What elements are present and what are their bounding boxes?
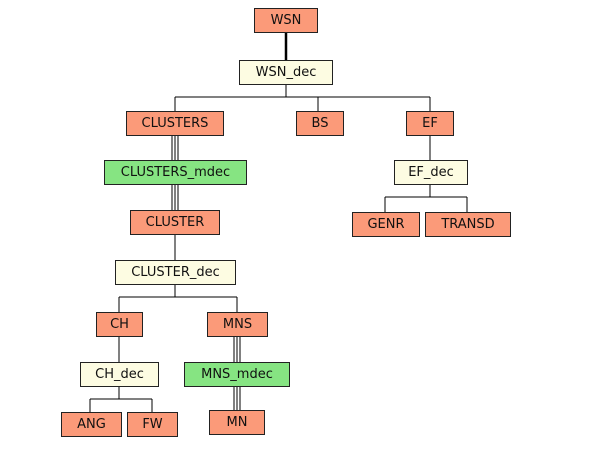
node-fw: FW [127,412,178,437]
node-ang: ANG [61,412,122,437]
node-ch-dec: CH_dec [80,362,159,387]
node-mn: MN [209,410,265,435]
node-genr: GENR [352,212,420,237]
node-wsn: WSN [254,8,318,33]
node-ef-dec: EF_dec [394,160,468,185]
node-mns-mdec: MNS_mdec [184,362,290,387]
node-wsn-dec: WSN_dec [239,60,333,85]
node-transd: TRANSD [425,212,511,237]
node-mns: MNS [207,312,268,337]
node-cluster: CLUSTER [130,210,220,235]
node-ef: EF [406,111,454,136]
node-cluster-dec: CLUSTER_dec [115,260,236,285]
node-bs: BS [296,111,344,136]
node-clusters: CLUSTERS [126,111,224,136]
node-ch: CH [96,312,143,337]
node-clusters-mdec: CLUSTERS_mdec [104,160,247,185]
